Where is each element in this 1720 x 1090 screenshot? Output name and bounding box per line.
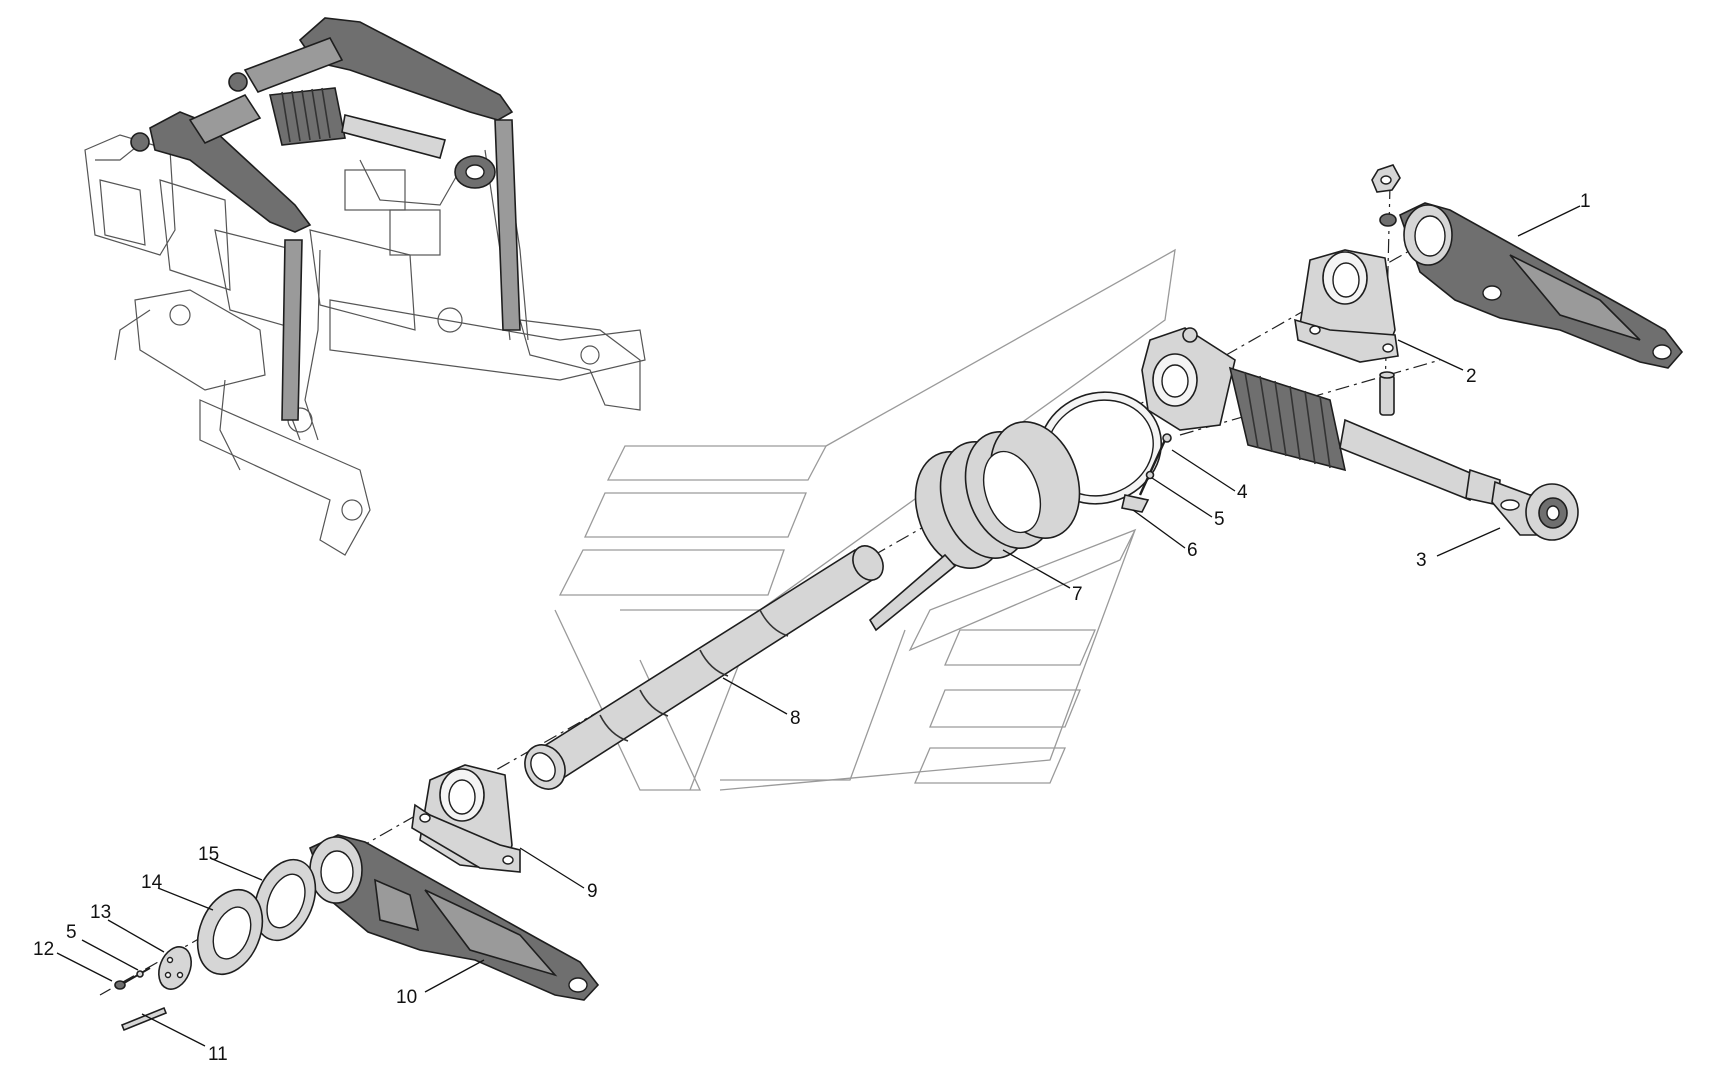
callout-5-upper: 5 bbox=[1214, 509, 1225, 530]
washer-15 bbox=[253, 858, 317, 942]
assembly-overview-view bbox=[84, 17, 646, 556]
cross-shaft bbox=[524, 545, 884, 790]
lever-arm-left bbox=[308, 834, 600, 1001]
callout-3: 3 bbox=[1416, 550, 1427, 571]
callout-8: 8 bbox=[790, 708, 801, 729]
callout-13: 13 bbox=[90, 902, 111, 923]
callout-12: 12 bbox=[33, 939, 54, 960]
callout-7: 7 bbox=[1072, 584, 1083, 605]
callout-6: 6 bbox=[1187, 540, 1198, 561]
torsion-spring bbox=[868, 421, 1081, 632]
washer-14 bbox=[196, 888, 264, 976]
bearing-bracket-left bbox=[411, 764, 521, 873]
callout-2: 2 bbox=[1466, 366, 1477, 387]
callout-10: 10 bbox=[396, 987, 417, 1008]
callout-11: 11 bbox=[208, 1044, 228, 1065]
pin-11 bbox=[120, 1006, 168, 1032]
fasteners-right bbox=[1371, 164, 1401, 416]
bolt-12 bbox=[114, 967, 151, 990]
top-link-with-bellows bbox=[1141, 327, 1579, 541]
callout-labels: 1 2 3 4 5 6 7 8 9 10 11 12 5 13 14 15 bbox=[33, 191, 1591, 1065]
callout-9: 9 bbox=[587, 881, 598, 902]
bearing-bracket-right bbox=[1294, 249, 1399, 363]
callout-5-lower: 5 bbox=[66, 922, 77, 943]
retaining-plate-13 bbox=[158, 946, 192, 990]
callout-14: 14 bbox=[141, 872, 163, 893]
callout-4: 4 bbox=[1237, 482, 1248, 503]
leader-lines bbox=[56, 205, 1581, 1047]
clamp-bolt bbox=[1138, 433, 1172, 496]
lever-arm-right bbox=[1399, 202, 1684, 369]
callout-15: 15 bbox=[198, 844, 219, 865]
callout-1: 1 bbox=[1580, 191, 1591, 212]
